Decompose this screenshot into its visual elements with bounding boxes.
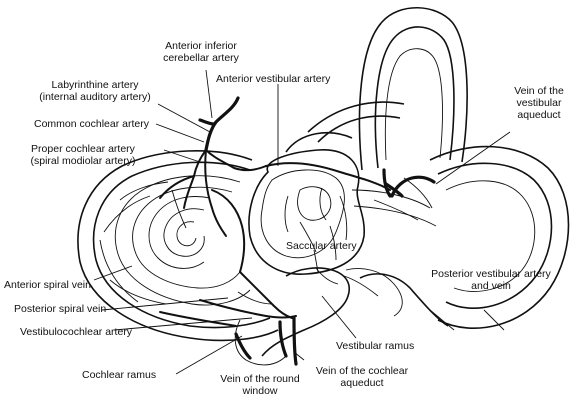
label-saccular-artery: Saccular artery [286, 240, 357, 252]
label-anterior-vestibular-artery: Anterior vestibular artery [216, 73, 331, 85]
label-line: vestibular [516, 97, 562, 109]
label-common-cochlear-artery: Common cochlear artery [34, 118, 149, 130]
label-vestibulocochlear-artery: Vestibulocochlear artery [20, 326, 133, 338]
label-anterior-spiral-vein: Anterior spiral vein [4, 279, 91, 291]
label-anterior-inferior-cerebellar-artery: Anterior inferior cerebellar artery [136, 40, 266, 64]
label-line: Vein of the round [220, 373, 300, 385]
vein-cochlear-aqueduct-vessel [292, 316, 298, 366]
label-proper-cochlear-artery: Proper cochlear artery (spiral modiolar … [2, 143, 164, 167]
label-line: aqueduct [517, 109, 561, 121]
label-vestibular-ramus: Vestibular ramus [336, 340, 415, 352]
label-line: Labyrinthine artery [51, 79, 139, 91]
label-line: aqueduct [340, 377, 384, 389]
label-vein-cochlear-aqueduct: Vein of the cochlear aqueduct [298, 365, 426, 389]
leader-lines [93, 69, 511, 375]
label-line: Proper cochlear artery [31, 143, 135, 155]
arteries [103, 149, 433, 327]
label-vein-round-window: Vein of the round window [200, 373, 320, 397]
labyrinthine-vessel [204, 96, 240, 152]
cochlea [77, 150, 279, 342]
label-line: Vein of the cochlear [315, 365, 409, 377]
label-cochlear-ramus: Cochlear ramus [82, 369, 157, 381]
label-posterior-vestibular-artery-vein: Posterior vestibular artery and vein [416, 268, 566, 292]
label-line: (internal auditory artery) [39, 91, 151, 103]
vein-round-window-vessel [278, 320, 288, 358]
label-labyrinthine-artery: Labyrinthine artery (internal auditory a… [20, 79, 170, 103]
label-line: (spiral modiolar artery) [30, 155, 136, 167]
label-line: Posterior vestibular artery [431, 268, 551, 280]
label-line: and vein [471, 280, 511, 292]
label-line: window [242, 385, 278, 397]
label-line: Vein of the [514, 85, 564, 97]
semicircular-canals [307, 6, 570, 329]
label-line: cerebellar artery [163, 52, 239, 64]
label-line: Anterior inferior [165, 40, 237, 52]
vestibule [248, 131, 365, 275]
label-vein-vestibular-aqueduct: Vein of the vestibular aqueduct [500, 85, 578, 121]
label-posterior-spiral-vein: Posterior spiral vein [14, 303, 107, 315]
veins [198, 96, 436, 366]
